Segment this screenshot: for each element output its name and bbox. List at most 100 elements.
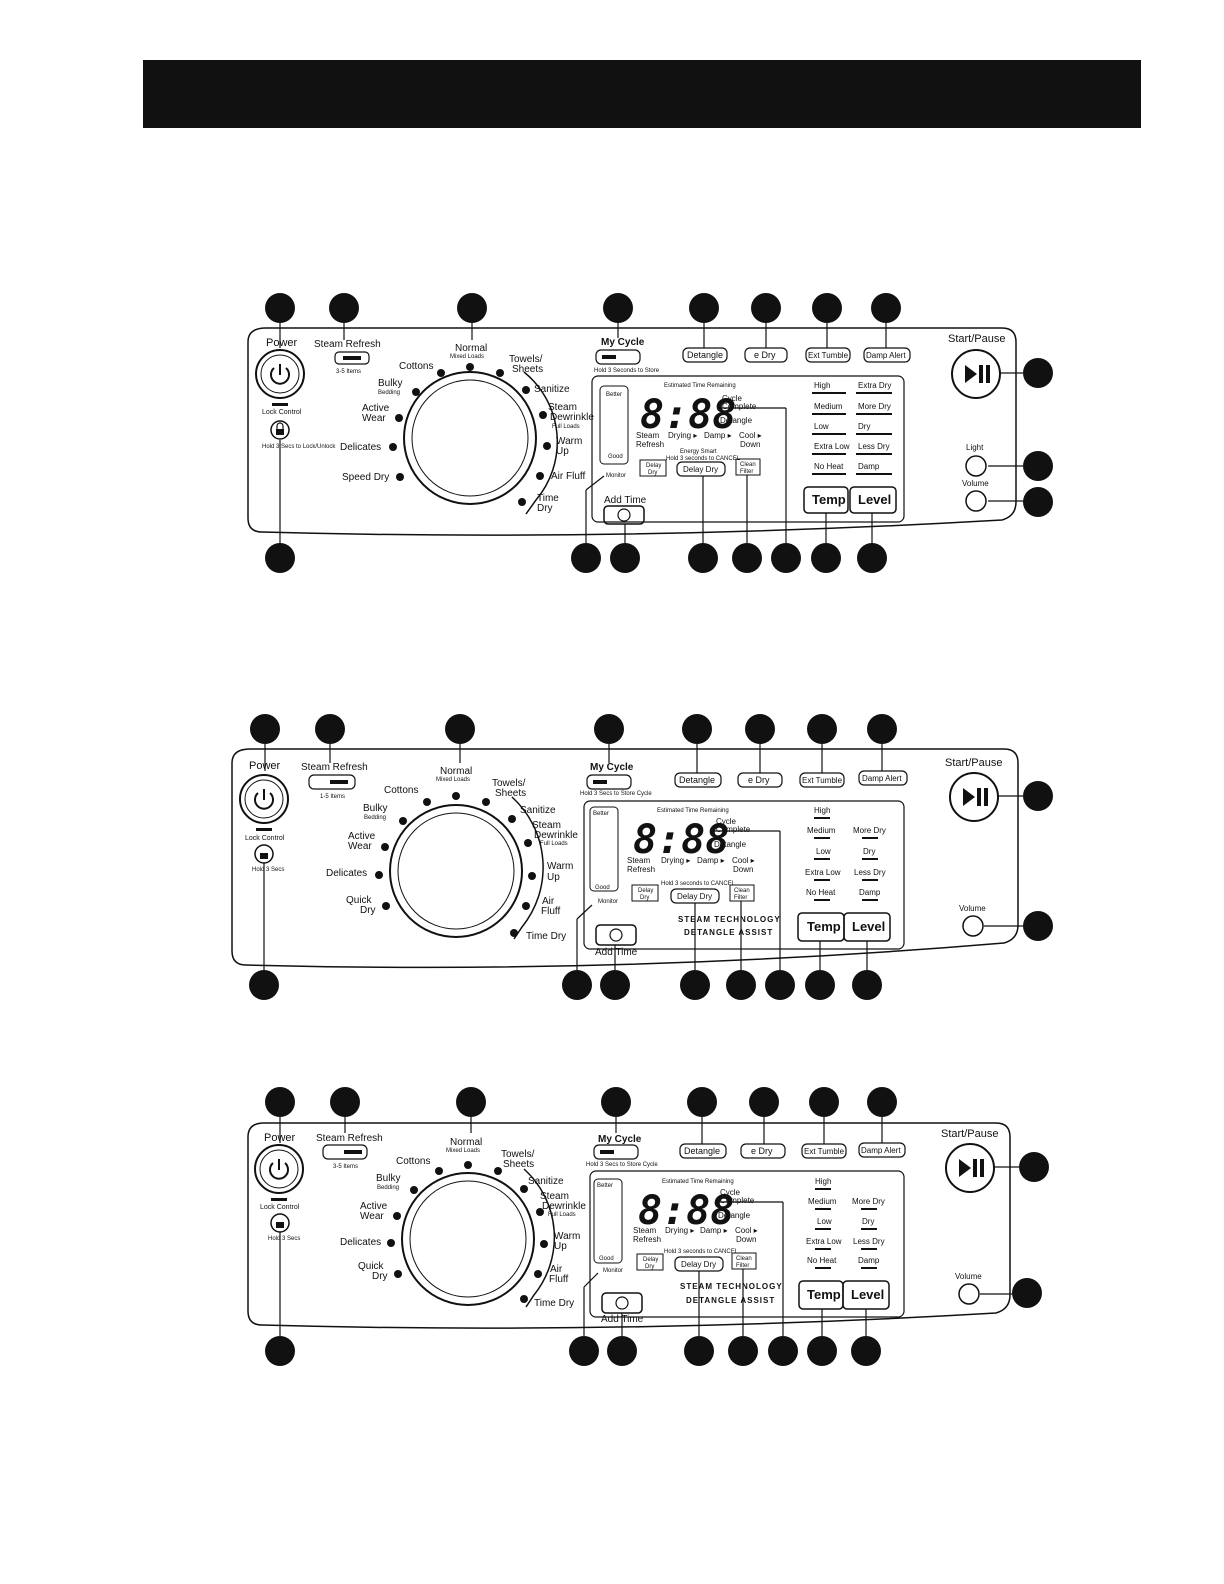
cycle-active-2: Wear [348, 841, 372, 852]
status-cool: Cool ▸ [732, 856, 755, 865]
cycle-complete-2: Complete [716, 825, 751, 834]
volume-button[interactable] [965, 490, 987, 512]
display-panel [583, 800, 905, 950]
level-extra-dry: Extra Dry [858, 381, 891, 390]
delay-small-2: Dry [648, 470, 657, 476]
start-pause-button[interactable] [951, 349, 1001, 399]
temp-extra-low: Extra Low [805, 868, 841, 877]
cycle-bulky: Bulky [378, 378, 402, 389]
my-cycle-sub: Hold 3 Seconds to Store [594, 368, 660, 374]
cycle-sanitize: Sanitize [520, 805, 556, 816]
cycle-sanitize: Sanitize [528, 1176, 564, 1187]
cycle-bulky-sub: Bedding [377, 1185, 399, 1191]
my-cycle-button[interactable] [595, 349, 641, 365]
start-pause-button[interactable] [945, 1143, 995, 1193]
cycle-normal-sub: Mixed Loads [446, 1148, 480, 1154]
status-steam: Steam [636, 431, 659, 440]
cycle-air: Air [550, 1264, 563, 1275]
lock-button[interactable] [270, 420, 290, 440]
lock-sub-label: Hold 3 Secs [268, 1236, 300, 1242]
detangle-button[interactable] [682, 347, 728, 363]
my-cycle-button[interactable] [586, 774, 632, 790]
level-label: Level [852, 919, 885, 934]
temp-label: Temp [812, 492, 846, 507]
cycle-steam: Steam [532, 820, 561, 831]
steam-sub-label: 3-5 Items [333, 1164, 358, 1170]
delay-small-2: Dry [640, 895, 649, 901]
add-time-button[interactable] [603, 505, 645, 525]
level-dry: Dry [863, 847, 875, 856]
delay-dry-button[interactable] [676, 461, 726, 477]
steam-refresh-button[interactable] [322, 1144, 368, 1160]
steam-refresh-button[interactable] [308, 774, 356, 790]
damp-alert-button[interactable] [858, 770, 908, 786]
start-pause-label: Start/Pause [945, 757, 1002, 769]
steam-technology-label: STEAM TECHNOLOGY [680, 1282, 783, 1291]
delay-small-1: Delay [643, 1257, 658, 1263]
detangle-button[interactable] [674, 772, 722, 788]
status-damp: Damp ▸ [697, 856, 725, 865]
play-pause-icon [965, 365, 990, 383]
cycle-steam: Steam [548, 402, 577, 413]
steam-refresh-label: Steam Refresh [316, 1133, 383, 1144]
start-pause-button[interactable] [949, 772, 999, 822]
damp-alert-button[interactable] [863, 347, 911, 363]
status-refresh: Refresh [627, 865, 655, 874]
monitor-bar [599, 385, 629, 465]
clock-icon [617, 508, 631, 522]
cycle-quick: Quick [346, 895, 373, 906]
volume-button[interactable] [962, 915, 984, 937]
monitor-better: Better [597, 1183, 613, 1189]
cycle-cottons: Cottons [399, 361, 433, 372]
add-time-button[interactable] [595, 924, 637, 946]
cycle-dial[interactable] [401, 1172, 535, 1306]
cycle-dial[interactable] [403, 371, 537, 505]
cycle-delicates: Delicates [340, 442, 381, 453]
cycle-towels-2: Sheets [503, 1159, 534, 1170]
temp-low: Low [816, 847, 831, 856]
temp-label: Temp [807, 1287, 841, 1302]
ext-tumble-label: Ext Tumble [804, 1147, 845, 1156]
my-cycle-label: My Cycle [601, 337, 645, 348]
cycle-complete-1: Cycle [720, 1188, 741, 1197]
temp-low: Low [814, 422, 829, 431]
level-less-dry: Less Dry [853, 1237, 885, 1246]
power-button[interactable] [254, 1144, 304, 1194]
cycle-air-2: Fluff [549, 1274, 568, 1285]
cycle-bulky-sub: Bedding [378, 390, 400, 396]
damp-alert-label: Damp Alert [866, 351, 906, 360]
time-display: 8:88 [638, 1188, 734, 1234]
cancel-label: Hold 3 seconds to CANCEL [661, 881, 736, 887]
monitor-good: Good [608, 454, 623, 460]
level-damp: Damp [859, 888, 881, 897]
status-steam: Steam [627, 856, 650, 865]
cycle-towels: Towels/ [509, 354, 543, 365]
ext-tumble-button[interactable] [805, 347, 851, 363]
cycle-dial[interactable] [389, 804, 523, 938]
time-display: 8:88 [633, 817, 729, 863]
detangle-button[interactable] [679, 1143, 727, 1159]
light-button[interactable] [965, 455, 987, 477]
level-more-dry: More Dry [852, 1197, 885, 1206]
add-time-button[interactable] [601, 1292, 643, 1314]
cycle-bulky-sub: Bedding [364, 815, 386, 821]
steam-refresh-button[interactable] [334, 351, 370, 365]
my-cycle-button[interactable] [593, 1144, 639, 1160]
power-button[interactable] [255, 349, 305, 399]
power-button[interactable] [239, 774, 289, 824]
cycle-steam-2: Dewrinkle [534, 830, 578, 841]
level-more-dry: More Dry [858, 402, 891, 411]
cycle-quick-2: Dry [372, 1271, 388, 1282]
control-panel-1: Power Lock Control Hold 3 Secs to Lock/U… [247, 293, 1053, 573]
edry-button[interactable] [740, 1143, 786, 1159]
level-dry: Dry [862, 1217, 874, 1226]
cycle-steam-2: Dewrinkle [550, 412, 594, 423]
power-icon [254, 789, 274, 810]
volume-button[interactable] [958, 1283, 980, 1305]
level-damp: Damp [858, 462, 880, 471]
cycle-quick: Quick [358, 1261, 385, 1272]
cycle-normal-sub: Mixed Loads [450, 354, 484, 360]
status-drying: Drying ▸ [668, 431, 697, 440]
level-button[interactable] [849, 486, 897, 514]
cycle-time-dry: Time Dry [526, 931, 566, 942]
